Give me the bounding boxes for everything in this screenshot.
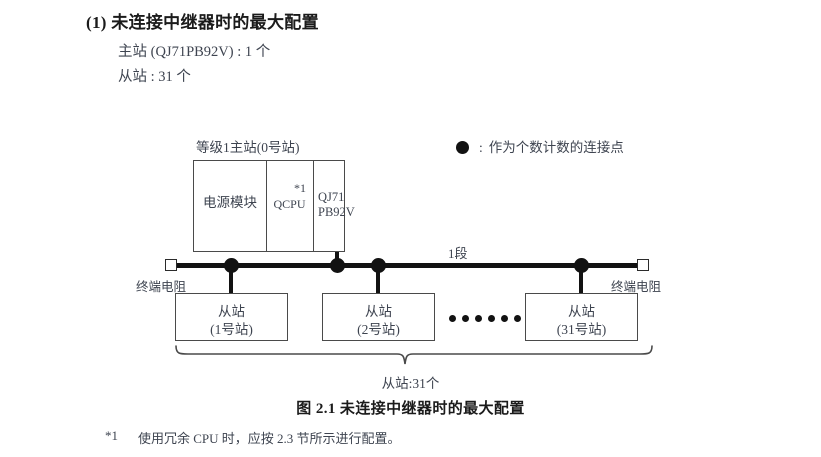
master-module-box: 电源模块 QCPU *1 QJ71 PB92V	[193, 160, 355, 252]
connection-node-slave31	[574, 258, 589, 273]
legend-separator: :	[479, 140, 483, 155]
master-station-caption: 等级1主站(0号站)	[196, 140, 300, 155]
slave31-drop-line	[579, 266, 583, 294]
slave-station-box-31: 从站 (31号站)	[525, 293, 638, 341]
filled-circle-icon	[456, 141, 469, 154]
slave-station-number: (31号站)	[556, 322, 607, 337]
ellipsis-dot	[475, 315, 482, 322]
slave-station-number: (2号站)	[357, 322, 400, 337]
module-divider-1	[266, 161, 267, 251]
ellipsis-dot	[449, 315, 456, 322]
ellipsis-dot	[514, 315, 521, 322]
ellipsis-dot	[488, 315, 495, 322]
network-module-label-line1: QJ71	[318, 190, 345, 204]
qcpu-footnote-marker: *1	[294, 181, 306, 195]
terminator-right-label: 终端电阻	[611, 280, 662, 294]
terminator-right-icon	[637, 259, 649, 271]
slave-count-brace	[150, 344, 670, 375]
ellipsis-dot	[501, 315, 508, 322]
section-line-master: 主站 (QJ71PB92V) : 1 个	[118, 44, 271, 60]
slave2-drop-line	[376, 266, 380, 294]
network-module-label-line2: PB92V	[318, 205, 355, 219]
bus-trunk-line	[176, 263, 638, 268]
slave-station-box-1: 从站 (1号站)	[175, 293, 288, 341]
slave-station-number: (1号站)	[210, 322, 253, 337]
qcpu-label: QCPU	[273, 197, 306, 211]
brace-svg	[175, 345, 653, 365]
legend-label: 作为个数计数的连接点	[488, 140, 624, 155]
legend: : 作为个数计数的连接点	[456, 136, 624, 156]
section-line-slave: 从站 : 31 个	[118, 69, 191, 85]
section-title: (1) 未连接中继器时的最大配置	[86, 13, 319, 32]
terminator-left-icon	[165, 259, 177, 271]
figure-caption: 图 2.1 未连接中继器时的最大配置	[296, 401, 525, 417]
connection-node-master	[330, 258, 345, 273]
module-divider-2	[313, 161, 314, 251]
connection-node-slave2	[371, 258, 386, 273]
slave-count-caption: 从站:31个	[381, 376, 440, 391]
terminator-left-label: 终端电阻	[136, 280, 187, 294]
power-module-label: 电源模块	[203, 195, 257, 210]
segment-label: 1段	[448, 246, 468, 261]
connection-node-slave1	[224, 258, 239, 273]
slave-station-box-2: 从站 (2号站)	[322, 293, 435, 341]
slave-label: 从站	[365, 304, 392, 319]
slave-label: 从站	[568, 304, 595, 319]
slave-label: 从站	[218, 304, 245, 319]
ellipsis-dot	[462, 315, 469, 322]
footnote-marker: *1	[105, 428, 118, 443]
footnote-text: 使用冗余 CPU 时，应按 2.3 节所示进行配置。	[138, 431, 401, 446]
slave1-drop-line	[229, 266, 233, 294]
